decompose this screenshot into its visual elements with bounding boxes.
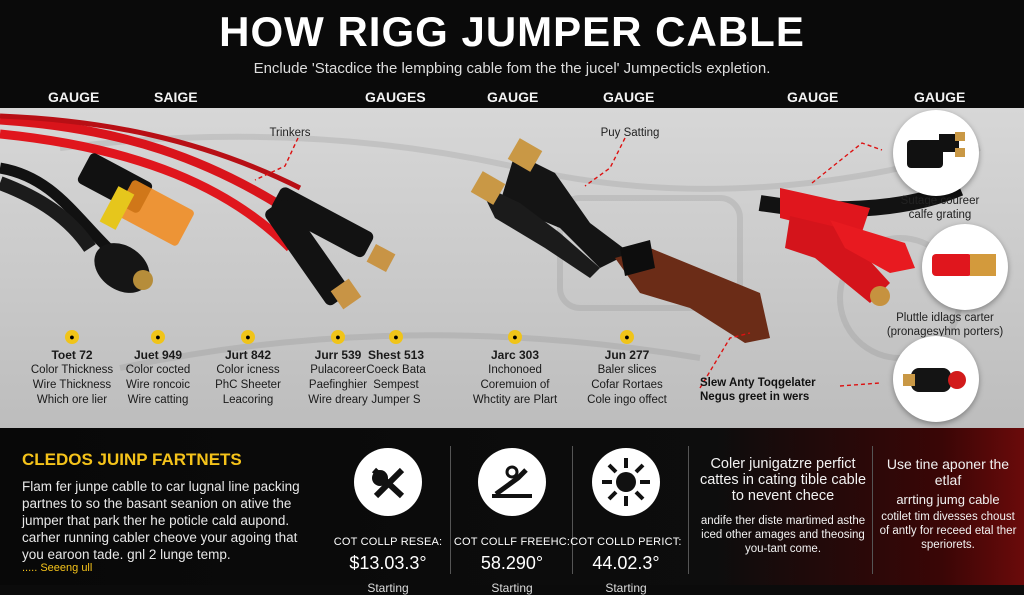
gauge-label-2: SAIGE	[154, 89, 198, 105]
callout-top-right: Sutage coureer calfe grating	[900, 195, 980, 221]
stat-block-3: COT COLLD PERICT: 44.02.3° Starting	[566, 448, 686, 595]
spec-column-1: ● Toet 72 Color Thickness Wire Thickness…	[17, 330, 127, 408]
spark-icon	[592, 448, 660, 516]
spec-icon: ●	[151, 330, 165, 344]
spec-lines: Color cocted Wire roncoic Wire catting	[125, 364, 191, 406]
gauge-label-5: GAUGE	[603, 89, 655, 105]
spec-icon: ●	[389, 330, 403, 344]
spec-column-7: ● Jun 277 Baler slices Cofar Rortaes Col…	[572, 330, 682, 408]
page-title: HOW RIGG JUMPER CABLE	[219, 8, 805, 55]
bottom-heading: CLEDOS JUINP FARTNETS	[22, 450, 242, 469]
stat-block-1: COT COLLP RESEA: $13.03.3° Starting	[328, 448, 448, 595]
stat-value: 58.290°	[480, 553, 544, 573]
stat-label: COT COLLF FREEHC:	[453, 536, 571, 548]
welding-torch-icon	[478, 448, 546, 516]
spec-lines: Pulacoreer Paefinghier Wire dreary	[308, 364, 368, 406]
spec-column-6: ● Jarc 303 Inchonoed Coremuion of Whctit…	[460, 330, 570, 408]
callout-trinkers: Trinkers	[269, 127, 311, 139]
spec-name: Jun 277	[604, 348, 650, 362]
stat-label: COT COLLP RESEA:	[333, 536, 443, 548]
right-text-2c: cotilet tim divesses choust of antly for…	[879, 511, 1017, 551]
page-subtitle: Enclude 'Stacdice the lempbing cable fom…	[253, 60, 771, 77]
stat-block-2: COT COLLF FREEHC: 58.290° Starting	[452, 448, 572, 595]
spec-name: Jurt 842	[224, 348, 272, 362]
spec-lines: Color Thickness Wire Thickness Which ore…	[30, 364, 114, 406]
stat-label: COT COLLD PERICT:	[570, 536, 682, 548]
gauge-label-6: GAUGE	[787, 89, 839, 105]
spec-column-2: ● Juet 949 Color cocted Wire roncoic Wir…	[103, 330, 213, 408]
spec-icon: ●	[65, 330, 79, 344]
gauge-label-1: GAUGE	[48, 89, 100, 105]
spec-name: Jarc 303	[490, 348, 540, 362]
divider	[872, 446, 873, 574]
right-text-2b: arrting jumg cable	[896, 492, 1000, 507]
right-text-primary: Coler junigatzre perfict cattes in catin…	[699, 456, 867, 504]
divider	[688, 446, 689, 574]
spec-lines: Coeck Bata Sempest Jumper S	[366, 364, 426, 406]
spec-icon: ●	[508, 330, 522, 344]
spec-lines: Baler slices Cofar Rortaes Cole ingo off…	[587, 364, 667, 406]
gauge-label-7: GAUGE	[914, 89, 966, 105]
bottom-panel: CLEDOS JUINP FARTNETS Flam fer junpe cab…	[0, 428, 1024, 595]
stat-sub: Starting	[605, 581, 647, 595]
stat-sub: Starting	[491, 581, 533, 595]
spec-lines: Color icness PhC Sheeter Leacoring	[215, 364, 281, 406]
connector-detail-bottom	[893, 336, 979, 422]
callout-mid-right: Pluttle idlags carter (pronagesyhm porte…	[886, 312, 1004, 338]
right-text-2: Use tine aponer the etlaf	[886, 456, 1010, 488]
spec-icon: ●	[620, 330, 634, 344]
stat-value: 44.02.3°	[592, 553, 660, 573]
connector-detail-top	[893, 110, 979, 196]
header: HOW RIGG JUMPER CABLE Enclude 'Stacdice …	[0, 0, 1024, 108]
spec-name: Shest 513	[367, 348, 425, 362]
spec-name: Toet 72	[51, 348, 93, 362]
spec-name: Jurr 539	[314, 348, 362, 362]
cable-illustration-panel: Trinkers Puy Satting Sutage coureer calf…	[0, 108, 1024, 428]
spec-lines: Inchonoed Coremuion of Whctity are Plart	[472, 364, 558, 406]
bottom-paragraph: Flam fer junpe cablle to car lugnal line…	[22, 479, 300, 562]
spec-column-3: ● Jurt 842 Color icness PhC Sheeter Leac…	[193, 330, 303, 408]
spec-column-5: ● Shest 513 Coeck Bata Sempest Jumper S	[346, 330, 446, 408]
spec-icon: ●	[331, 330, 345, 344]
spec-icon: ●	[241, 330, 255, 344]
divider	[450, 446, 451, 574]
gauge-label-3: GAUGES	[365, 89, 426, 105]
callout-puy-satting: Puy Satting	[600, 127, 660, 139]
stat-sub: Starting	[367, 581, 409, 595]
spec-column-4: ● Jurr 539 Pulacoreer Paefinghier Wire d…	[288, 330, 388, 408]
cable-illustration	[0, 113, 981, 389]
bottom-footer-link[interactable]: ..... Seeeng ull	[22, 562, 93, 574]
spec-name: Juet 949	[133, 348, 183, 362]
connector-detail-mid	[922, 224, 1008, 310]
tools-icon	[354, 448, 422, 516]
right-text-secondary: andife ther diste martimed asthe iced ot…	[700, 515, 866, 555]
stat-value: $13.03.3°	[349, 553, 427, 573]
gauge-label-4: GAUGE	[487, 89, 539, 105]
callout-bottom-right: Slew Anty Toqgelater Negus greet in wers	[700, 377, 816, 403]
divider	[572, 446, 573, 574]
